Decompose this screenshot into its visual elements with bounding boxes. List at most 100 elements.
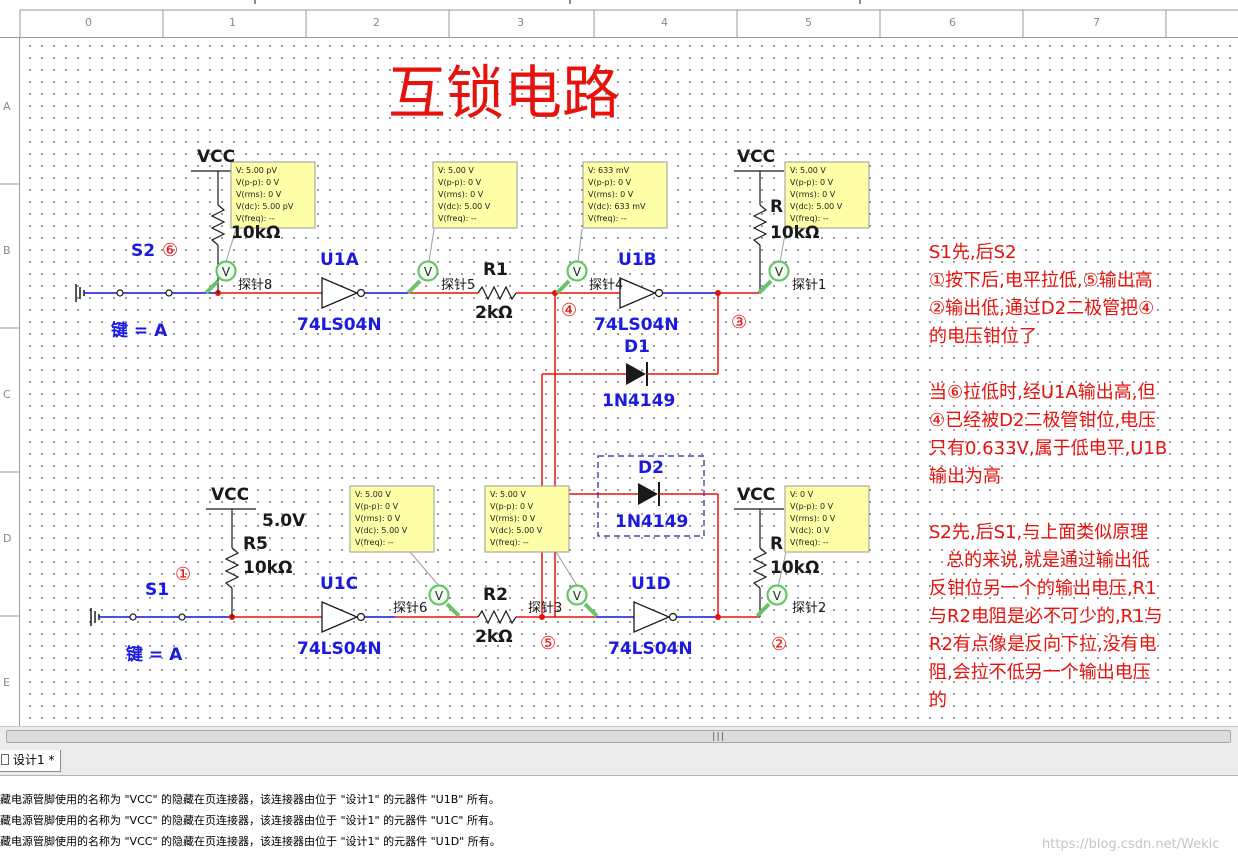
schematic-drawing: 互锁电路	[75, 59, 1167, 711]
node-label-3: ③	[731, 312, 747, 333]
diode-d2-name: D2	[638, 458, 664, 478]
probe-box-1[interactable]: V: 5.00 V V(p-p): 0 V V(rms): 0 V V(dc):…	[784, 161, 870, 229]
log-line: 藏电源管脚使用的名称为 "VCC" 的隐藏在页连接器，该连接器由位于 "设计1"…	[0, 814, 500, 827]
svg-text:V(p-p): 0 V: V(p-p): 0 V	[490, 502, 534, 511]
svg-text:V: V	[773, 589, 782, 603]
resistor-top-right[interactable]	[752, 204, 768, 246]
probe-box-8[interactable]: V: 5.00 pV V(p-p): 0 V V(rms): 0 V V(dc)…	[230, 161, 316, 229]
probe-icon-6[interactable]: V	[428, 584, 461, 618]
svg-text:V: V	[573, 265, 582, 279]
svg-text:V: 633 mV: V: 633 mV	[588, 166, 630, 175]
note-line-12: 总的来说,就是通过输出低	[929, 550, 1150, 571]
svg-text:V: 5.00 V: V: 5.00 V	[790, 166, 826, 175]
svg-text:V: V	[573, 589, 582, 603]
inverter-u1c[interactable]	[321, 601, 366, 633]
note-line-13: 反钳位另一个的输出电压,R1	[929, 578, 1157, 599]
probe-label-1: 探针1	[792, 278, 826, 293]
svg-text:V(freq): --: V(freq): --	[236, 214, 275, 223]
svg-text:V(freq): --: V(freq): --	[490, 538, 529, 547]
resistor-top-right-value: 10kΩ	[770, 223, 819, 243]
svg-text:V(dc): 0 V: V(dc): 0 V	[790, 526, 830, 535]
probe-icon-5[interactable]: V	[406, 260, 439, 295]
tab-design-1-label: 设计1 *	[13, 753, 55, 767]
note-line-17: 的	[929, 690, 947, 711]
probe-icon-2[interactable]: V	[755, 584, 788, 618]
probe-box-2[interactable]: V: 0 V V(p-p): 0 V V(rms): 0 V V(dc): 0 …	[784, 485, 870, 553]
inverter-u1d[interactable]	[633, 601, 678, 633]
resistor-bottom-right-name: R	[770, 534, 783, 554]
svg-text:V(freq): --: V(freq): --	[588, 214, 627, 223]
resistor-bottom-right-value: 10kΩ	[770, 558, 819, 578]
resistor-top-left-value: 10kΩ	[231, 223, 280, 243]
ruler-col-5: 5	[805, 16, 812, 29]
horizontal-scrollbar[interactable]: |||	[0, 726, 1238, 746]
schematic-canvas[interactable]: 互锁电路	[20, 38, 1238, 726]
node-label-5: ⑤	[540, 633, 556, 654]
ruler-row-a: A	[3, 100, 11, 113]
probe-box-4[interactable]: V: 633 mV V(p-p): 0 V V(rms): 0 V V(dc):…	[582, 161, 668, 229]
resistor-top-left[interactable]	[210, 204, 226, 246]
note-line-8: 只有0.633V,属于低电平,U1B	[929, 438, 1167, 459]
svg-text:V(dc): 5.00 V: V(dc): 5.00 V	[490, 526, 543, 535]
probe-box-5[interactable]: V: 5.00 V V(p-p): 0 V V(rms): 0 V V(dc):…	[432, 161, 518, 229]
inverter-u1a-part: 74LS04N	[297, 315, 382, 335]
probe-box-3[interactable]: V: 5.00 V V(p-p): 0 V V(rms): 0 V V(dc):…	[484, 485, 570, 553]
probe-label-5: 探针5	[441, 278, 475, 293]
svg-text:V(rms): 0 V: V(rms): 0 V	[790, 514, 836, 523]
ruler-col-2: 2	[373, 16, 380, 29]
ruler-row-b: B	[3, 244, 11, 257]
resistor-r1-name: R1	[483, 260, 508, 280]
resistor-r5[interactable]	[224, 547, 240, 589]
svg-text:V(p-p): 0 V: V(p-p): 0 V	[355, 502, 399, 511]
svg-text:V(dc): 5.00 V: V(dc): 5.00 V	[438, 202, 491, 211]
diode-d1[interactable]	[626, 362, 648, 386]
scrollbar-thumb[interactable]: |||	[6, 730, 1231, 743]
svg-text:V(p-p): 0 V: V(p-p): 0 V	[790, 502, 834, 511]
svg-text:V: V	[435, 589, 444, 603]
log-line: 藏电源管脚使用的名称为 "VCC" 的隐藏在页连接器，该连接器由位于 "设计1"…	[0, 835, 501, 848]
resistor-bottom-right[interactable]	[752, 547, 768, 589]
svg-text:V(rms): 0 V: V(rms): 0 V	[355, 514, 401, 523]
svg-text:V(dc): 5.00 V: V(dc): 5.00 V	[790, 202, 843, 211]
resistor-r1[interactable]	[477, 285, 517, 301]
note-line-9: 输出为高	[929, 466, 1001, 487]
probe-icon-3[interactable]: V	[566, 584, 599, 618]
design-tab-bar: 设计1 *	[0, 746, 1238, 776]
probe-box-6[interactable]: V: 5.00 V V(p-p): 0 V V(rms): 0 V V(dc):…	[349, 485, 435, 553]
svg-text:V(freq): --: V(freq): --	[790, 214, 829, 223]
log-line: 藏电源管脚使用的名称为 "VCC" 的隐藏在页连接器，该连接器由位于 "设计1"…	[0, 793, 500, 806]
svg-text:V: 5.00 pV: V: 5.00 pV	[236, 166, 277, 175]
note-line-7: ④已经被D2二极管钳位,电压	[929, 410, 1156, 431]
top-ruler-ticks	[19, 0, 1238, 38]
inverter-u1a[interactable]	[321, 277, 366, 309]
probe-label-6: 探针6	[393, 601, 427, 616]
probe-icon-1[interactable]: V	[757, 260, 790, 295]
svg-text:V: V	[424, 265, 433, 279]
vcc-label-bottom-right: VCC	[737, 485, 775, 505]
tab-design-1[interactable]: 设计1 *	[0, 750, 62, 772]
switch-s1[interactable]	[129, 613, 186, 621]
grip-icon: |||	[711, 732, 725, 742]
ruler-col-7: 7	[1093, 16, 1100, 29]
note-line-4: 的电压钳位了	[929, 326, 1037, 347]
output-log-panel: 藏电源管脚使用的名称为 "VCC" 的隐藏在页连接器，该连接器由位于 "设计1"…	[0, 777, 1238, 863]
schematic-title: 互锁电路	[388, 59, 620, 127]
switch-s2-label: S2	[131, 241, 155, 261]
ground-icon-bottom	[90, 608, 100, 626]
note-line-15: R2有点像是反向下拉,没有电	[929, 634, 1157, 655]
probe-icon-4[interactable]: V	[555, 260, 588, 295]
inverter-u1b-name: U1B	[618, 250, 657, 270]
ruler-row-c: C	[3, 388, 11, 401]
diode-d1-name: D1	[624, 337, 650, 357]
svg-text:V(p-p): 0 V: V(p-p): 0 V	[790, 178, 834, 187]
resistor-r2[interactable]	[477, 609, 517, 625]
resistor-r1-value: 2kΩ	[475, 303, 513, 323]
switch-s2[interactable]	[116, 289, 173, 297]
resistor-r2-value: 2kΩ	[475, 627, 513, 647]
node-label-4: ④	[561, 300, 577, 321]
diode-d2-part: 1N4149	[615, 512, 688, 532]
left-ruler: A B C D E	[0, 38, 20, 726]
inverter-u1b[interactable]	[619, 277, 664, 309]
probe-icon-8[interactable]: V	[204, 260, 237, 295]
